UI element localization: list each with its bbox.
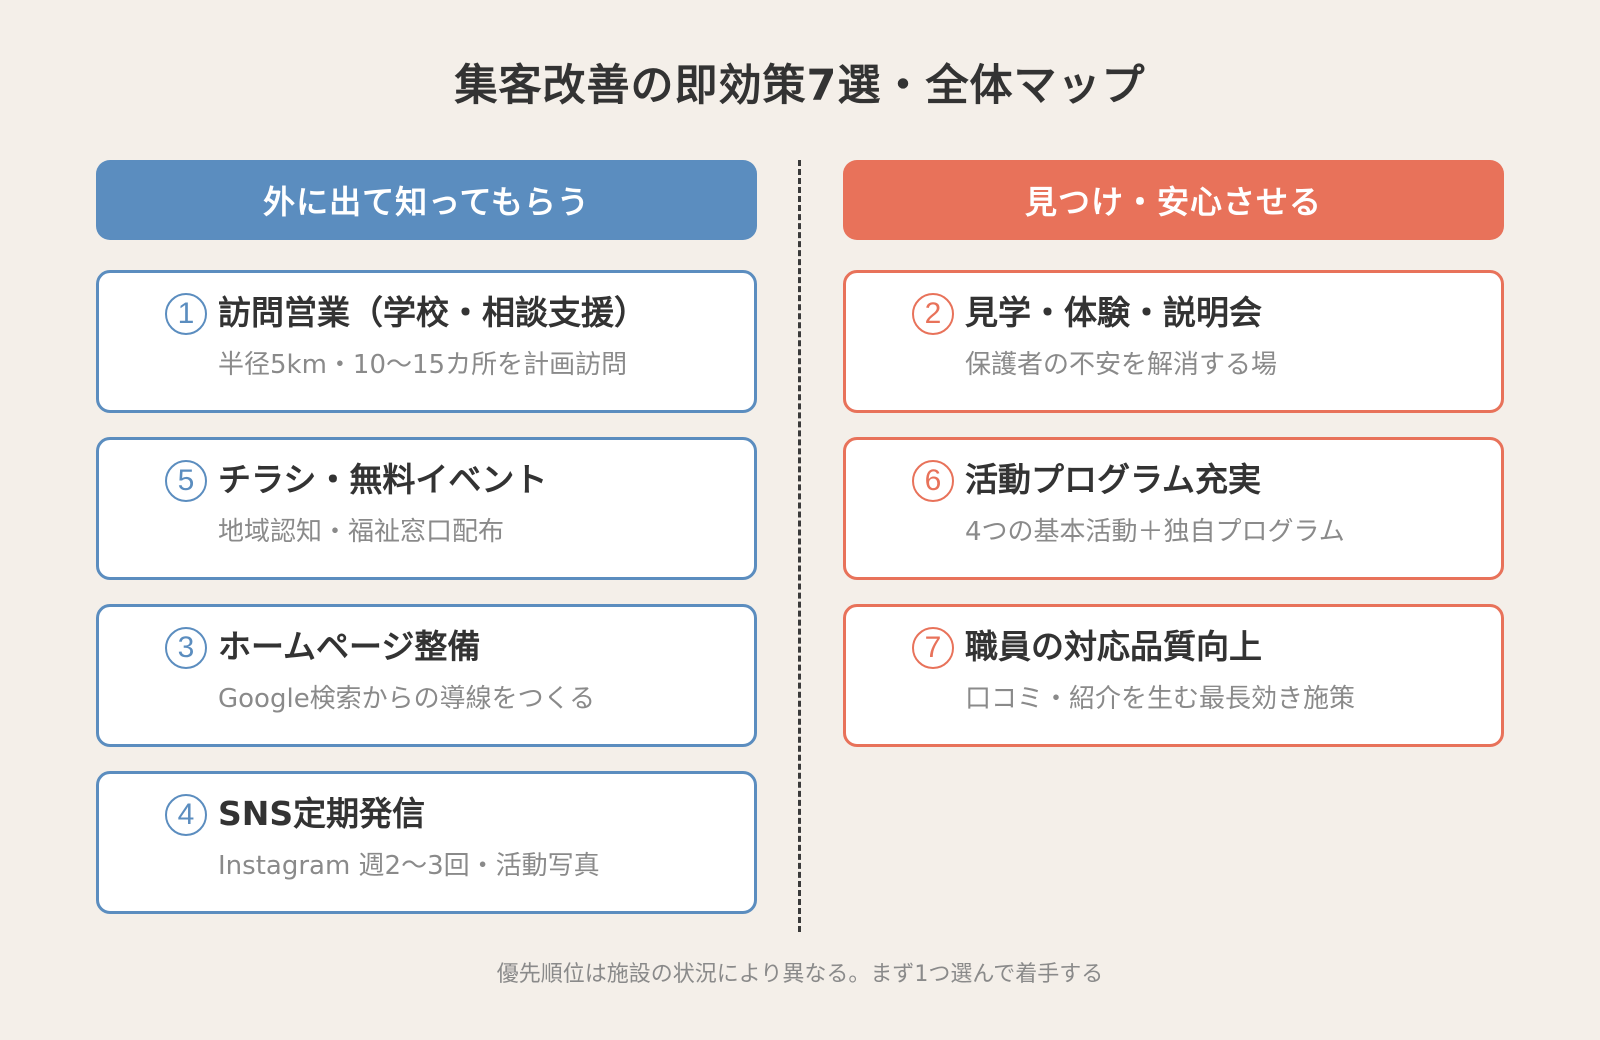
- card-title: 職員の対応品質向上: [965, 627, 1262, 666]
- card-subtitle: 半径5km・10〜15カ所を計画訪問: [218, 350, 628, 380]
- card-title: SNS定期発信: [218, 794, 426, 833]
- card-subtitle: 地域認知・福祉窓口配布: [218, 517, 505, 547]
- circled-number-icon: 5: [165, 460, 207, 502]
- card-title: ホームページ整備: [218, 627, 481, 666]
- card-title: 見学・体験・説明会: [965, 293, 1262, 332]
- card-subtitle: 口コミ・紹介を生む最長効き施策: [965, 684, 1356, 714]
- left-card-list: 1 訪問営業（学校・相談支援） 半径5km・10〜15カ所を計画訪問 5 チラシ…: [96, 270, 757, 914]
- card-subtitle: 4つの基本活動＋独自プログラム: [965, 517, 1345, 547]
- strategy-card: 2 見学・体験・説明会 保護者の不安を解消する場: [843, 270, 1504, 413]
- card-subtitle: 保護者の不安を解消する場: [965, 350, 1278, 380]
- page-title: 集客改善の即効策7選・全体マップ: [454, 61, 1146, 111]
- footer-note: 優先順位は施設の状況により異なる。まず1つ選んで着手する: [496, 962, 1104, 987]
- circled-number-icon: 1: [165, 293, 207, 335]
- strategy-card: 4 SNS定期発信 Instagram 週2〜3回・活動写真: [96, 771, 757, 914]
- circled-number-icon: 6: [912, 460, 954, 502]
- right-column: 見つけ・安心させる 2 見学・体験・説明会 保護者の不安を解消する場 6 活動プ…: [843, 160, 1504, 771]
- circled-number-icon: 2: [912, 293, 954, 335]
- card-subtitle: Google検索からの導線をつくる: [218, 684, 596, 714]
- strategy-card: 5 チラシ・無料イベント 地域認知・福祉窓口配布: [96, 437, 757, 580]
- card-title: 訪問営業（学校・相談支援）: [218, 293, 647, 332]
- circled-number-icon: 3: [165, 627, 207, 669]
- strategy-card: 1 訪問営業（学校・相談支援） 半径5km・10〜15カ所を計画訪問: [96, 270, 757, 413]
- strategy-card: 7 職員の対応品質向上 口コミ・紹介を生む最長効き施策: [843, 604, 1504, 747]
- card-title: チラシ・無料イベント: [218, 460, 548, 499]
- right-column-header: 見つけ・安心させる: [843, 160, 1504, 240]
- right-card-list: 2 見学・体験・説明会 保護者の不安を解消する場 6 活動プログラム充実 4つの…: [843, 270, 1504, 747]
- card-title: 活動プログラム充実: [965, 460, 1262, 499]
- circled-number-icon: 7: [912, 627, 954, 669]
- dashed-divider: [798, 160, 801, 932]
- card-subtitle: Instagram 週2〜3回・活動写真: [218, 851, 600, 881]
- strategy-card: 6 活動プログラム充実 4つの基本活動＋独自プログラム: [843, 437, 1504, 580]
- left-column-header: 外に出て知ってもらう: [96, 160, 757, 240]
- left-column: 外に出て知ってもらう 1 訪問営業（学校・相談支援） 半径5km・10〜15カ所…: [96, 160, 757, 938]
- circled-number-icon: 4: [165, 794, 207, 836]
- strategy-card: 3 ホームページ整備 Google検索からの導線をつくる: [96, 604, 757, 747]
